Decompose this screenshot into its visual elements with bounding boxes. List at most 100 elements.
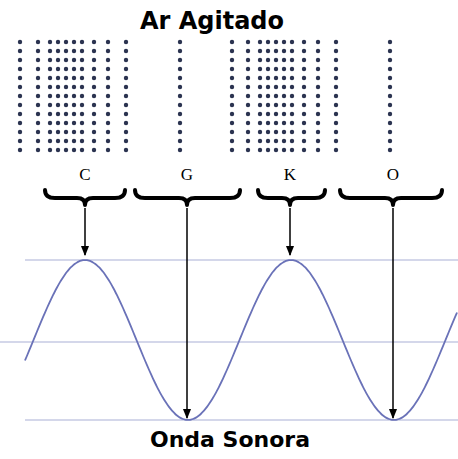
air-particle: [274, 94, 278, 98]
air-particle: [282, 49, 286, 53]
air-particle: [290, 139, 294, 143]
air-particle: [64, 76, 68, 80]
air-particle: [290, 67, 294, 71]
air-particle: [316, 94, 320, 98]
air-particle: [302, 112, 306, 116]
air-particle: [64, 49, 68, 53]
air-particle: [36, 58, 40, 62]
air-particle: [72, 67, 76, 71]
air-particle: [80, 139, 84, 143]
air-particle: [80, 49, 84, 53]
air-particle: [246, 112, 250, 116]
pointer-arrow: [84, 208, 86, 255]
air-particle: [92, 112, 96, 116]
air-particle: [106, 130, 110, 134]
air-particle: [124, 121, 128, 125]
air-particle: [282, 121, 286, 125]
air-particle: [178, 130, 182, 134]
air-particle: [266, 76, 270, 80]
air-particle: [48, 40, 52, 44]
air-particle: [282, 85, 286, 89]
air-particle: [124, 67, 128, 71]
air-particle: [230, 76, 234, 80]
air-particle: [48, 103, 52, 107]
air-particle: [258, 76, 262, 80]
air-particle: [92, 40, 96, 44]
region-label: G: [181, 166, 193, 185]
air-particle: [290, 58, 294, 62]
air-particle: [316, 148, 320, 152]
air-particle: [56, 148, 60, 152]
air-particle: [334, 139, 338, 143]
air-particle: [258, 49, 262, 53]
air-particle: [302, 76, 306, 80]
air-particle: [266, 121, 270, 125]
air-particle: [56, 58, 60, 62]
air-particle: [48, 139, 52, 143]
air-particle: [302, 85, 306, 89]
air-particle: [56, 139, 60, 143]
air-particle: [282, 76, 286, 80]
air-particle: [106, 85, 110, 89]
air-particle: [316, 76, 320, 80]
air-particle: [36, 103, 40, 107]
air-particle: [178, 121, 182, 125]
air-particle: [36, 40, 40, 44]
region-label: O: [387, 166, 399, 185]
air-particle: [80, 130, 84, 134]
air-particle: [18, 139, 22, 143]
air-particle: [388, 85, 392, 89]
air-particle: [334, 148, 338, 152]
air-particle: [266, 58, 270, 62]
air-particle: [18, 85, 22, 89]
air-particle: [80, 121, 84, 125]
air-particle: [92, 139, 96, 143]
air-particle: [290, 76, 294, 80]
air-particle: [258, 103, 262, 107]
air-particle: [56, 40, 60, 44]
air-particle: [48, 49, 52, 53]
air-particle: [56, 130, 60, 134]
air-particle: [106, 58, 110, 62]
air-particle: [290, 112, 294, 116]
air-particle: [246, 58, 250, 62]
air-particle: [246, 85, 250, 89]
air-particle: [178, 94, 182, 98]
air-particle: [388, 49, 392, 53]
air-particle: [64, 148, 68, 152]
air-particle: [56, 121, 60, 125]
air-particle: [388, 112, 392, 116]
air-particle: [316, 103, 320, 107]
air-particle: [80, 148, 84, 152]
air-particle: [274, 121, 278, 125]
air-particle: [334, 85, 338, 89]
air-particle: [302, 58, 306, 62]
air-particle: [290, 103, 294, 107]
air-particle: [246, 121, 250, 125]
air-particle: [48, 58, 52, 62]
air-particle: [72, 121, 76, 125]
air-particle: [246, 139, 250, 143]
air-particle: [290, 121, 294, 125]
air-particle: [178, 40, 182, 44]
air-particle: [258, 67, 262, 71]
curly-brace: [135, 190, 240, 205]
air-particle: [92, 94, 96, 98]
air-particle: [316, 40, 320, 44]
air-particle: [388, 139, 392, 143]
air-particle: [302, 67, 306, 71]
air-particle: [388, 94, 392, 98]
air-particle: [246, 40, 250, 44]
air-particle: [18, 130, 22, 134]
air-particle: [64, 130, 68, 134]
air-particle: [36, 121, 40, 125]
pointer-arrow: [186, 208, 188, 418]
air-particle: [316, 130, 320, 134]
air-particle: [246, 148, 250, 152]
air-particle: [258, 130, 262, 134]
air-particle: [316, 67, 320, 71]
air-particle: [80, 76, 84, 80]
air-particle: [124, 85, 128, 89]
air-particle: [36, 76, 40, 80]
air-particle: [266, 40, 270, 44]
